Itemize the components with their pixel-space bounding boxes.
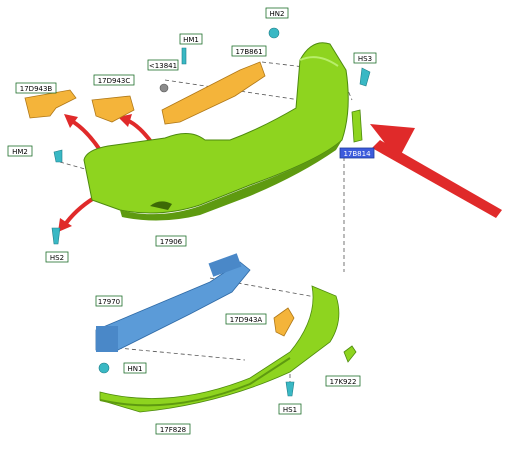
part-label[interactable]: <13841 (147, 59, 179, 71)
part-label[interactable]: 17D943C (93, 74, 135, 86)
big-arrow-shaft (372, 140, 502, 218)
part-label[interactable]: HN2 (265, 7, 289, 19)
beam-end-right (208, 253, 242, 277)
arrow-head-bottom (58, 218, 72, 232)
part-label[interactable]: HM1 (179, 33, 203, 45)
bracket-17k922 (343, 345, 357, 363)
red-arrows (58, 114, 502, 232)
part-label-text: HS1 (283, 406, 297, 414)
bumper-cover-highlight (299, 56, 339, 67)
clip-13841 (159, 83, 169, 93)
screw-hm2 (53, 149, 63, 163)
mounting-bracket-17b861 (161, 61, 266, 125)
part-label[interactable]: 17970 (95, 295, 123, 307)
valance-edge (99, 357, 291, 407)
part-label-text: 17D943B (20, 85, 53, 93)
part-label-text: 17B814 (343, 150, 371, 158)
arrow-curve-mid (125, 118, 154, 145)
part-label-text: 17F828 (160, 426, 186, 434)
part-label-text: HS2 (50, 254, 64, 262)
bumper-cover (83, 42, 349, 221)
part-label-text: HM2 (12, 148, 28, 156)
part-label[interactable]: 17B861 (231, 45, 267, 57)
part-labels: 17D943B 17D943C <13841 HM1 17B861 HN2 HS… (7, 7, 377, 435)
part-label[interactable]: 17B814 (339, 147, 375, 159)
part-label-text: 17K922 (330, 378, 357, 386)
part-label-text: <13841 (149, 62, 177, 70)
leader-line (164, 79, 301, 101)
part-label-text: 17D943C (98, 77, 131, 85)
nut-hn1 (98, 362, 110, 374)
arrow-curve-bottom (62, 196, 96, 228)
screw-hs2 (51, 227, 61, 245)
part-label[interactable]: 17F828 (155, 423, 191, 435)
part-label[interactable]: HN1 (123, 362, 147, 374)
screw-hs1 (285, 381, 295, 397)
part-label[interactable]: 17K922 (325, 375, 361, 387)
part-label[interactable]: HM2 (7, 145, 33, 157)
part-label-text: HS3 (358, 55, 372, 63)
bracket-17d943c (91, 95, 135, 123)
part-label-text: HM1 (183, 36, 199, 44)
nut-hn2 (268, 27, 280, 39)
arrow-head-left (64, 114, 78, 128)
bracket-17d943b (24, 89, 77, 119)
part-label[interactable]: 17906 (155, 235, 187, 247)
part-label-text: HN1 (128, 365, 143, 373)
bracket-17d943a (273, 307, 295, 337)
part-label-text: 17970 (98, 298, 120, 306)
reinforcement-beam (95, 253, 251, 352)
part-label-text: 17906 (160, 238, 183, 246)
leader-line (117, 347, 246, 361)
fasteners (51, 27, 371, 397)
big-arrow-head (370, 124, 415, 160)
arrow-curve-left (69, 118, 102, 152)
part-label[interactable]: HS2 (45, 251, 69, 263)
part-label-text: 17B861 (235, 48, 262, 56)
part-label[interactable]: HS1 (278, 403, 302, 415)
lower-valance (99, 285, 340, 413)
part-label-text: 17D943A (230, 316, 263, 324)
part-label-text: HN2 (270, 10, 285, 18)
screw-hs3 (359, 67, 371, 87)
screw-hm1 (181, 47, 187, 65)
part-label[interactable]: 17D943B (15, 82, 57, 94)
part-label[interactable]: HS3 (353, 52, 377, 64)
beam-end-left (96, 326, 118, 352)
side-bracket-17b814 (351, 109, 363, 143)
bumper-cover-body (83, 42, 349, 214)
part-label[interactable]: 17D943A (225, 313, 267, 325)
valance-body (99, 285, 340, 413)
bumper-cover-notch (150, 201, 172, 210)
